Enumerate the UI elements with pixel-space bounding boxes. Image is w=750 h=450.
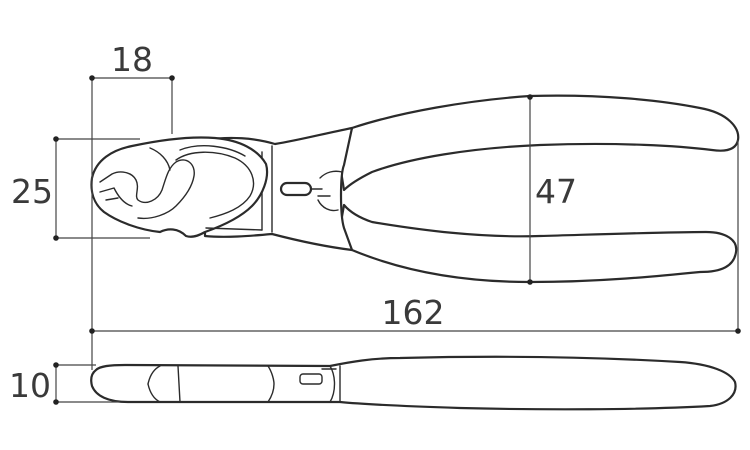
dimension-jaw-width: 18 xyxy=(89,40,175,178)
dimension-label-25: 25 xyxy=(11,172,53,211)
cutter-side-view xyxy=(90,355,737,411)
pivot-slot xyxy=(279,181,313,197)
dimension-overall-length: 162 xyxy=(89,140,741,370)
dimension-label-10: 10 xyxy=(9,366,51,405)
dimension-label-47: 47 xyxy=(535,172,577,211)
dimension-jaw-height: 25 xyxy=(11,136,150,241)
side-profile xyxy=(90,355,737,411)
cutter-top-view xyxy=(90,94,740,284)
dimension-label-18: 18 xyxy=(111,40,153,79)
dimension-thickness: 10 xyxy=(9,362,120,405)
dimension-label-162: 162 xyxy=(382,293,445,332)
lower-handle xyxy=(338,203,738,284)
jaw-head xyxy=(90,136,269,238)
dimension-handle-spread: 47 xyxy=(527,94,577,285)
jaw-cutting-edge xyxy=(99,159,195,220)
